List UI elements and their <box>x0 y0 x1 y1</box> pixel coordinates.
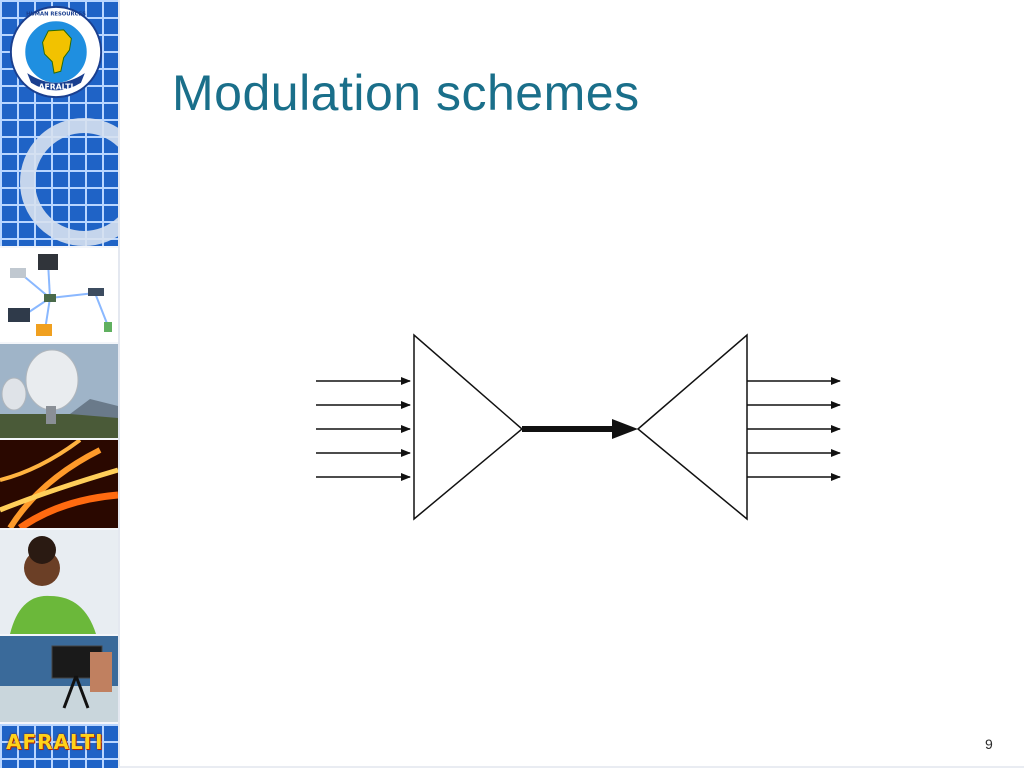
mux-demux-diagram <box>316 333 841 521</box>
slide-title: Modulation schemes <box>172 65 640 121</box>
fiber-optics-image <box>0 440 118 528</box>
svg-text:HUMAN RESOURCES: HUMAN RESOURCES <box>26 12 86 18</box>
demultiplexer-triangle <box>636 333 748 521</box>
sidebar: AFRALTI HUMAN RESOURCES <box>0 0 118 768</box>
bottom-divider <box>118 766 1024 768</box>
satellite-dishes-image <box>0 344 118 438</box>
page-number: 9 <box>985 736 993 752</box>
sidebar-divider <box>118 0 120 768</box>
multiplexer-triangle <box>413 333 524 521</box>
woman-on-phone-image <box>0 530 118 634</box>
afralti-brand-footer: AFRALTI <box>0 724 118 768</box>
decorative-ring <box>20 118 118 246</box>
grid-panel: AFRALTI HUMAN RESOURCES <box>0 0 118 246</box>
combined-link-arrowhead <box>612 419 638 439</box>
svg-text:AFRALTI: AFRALTI <box>39 82 74 91</box>
afralti-seal-logo: AFRALTI HUMAN RESOURCES <box>9 5 103 99</box>
brand-text: AFRALTI <box>6 730 104 754</box>
network-devices-image <box>0 248 118 342</box>
camera-screen-image <box>0 636 118 722</box>
